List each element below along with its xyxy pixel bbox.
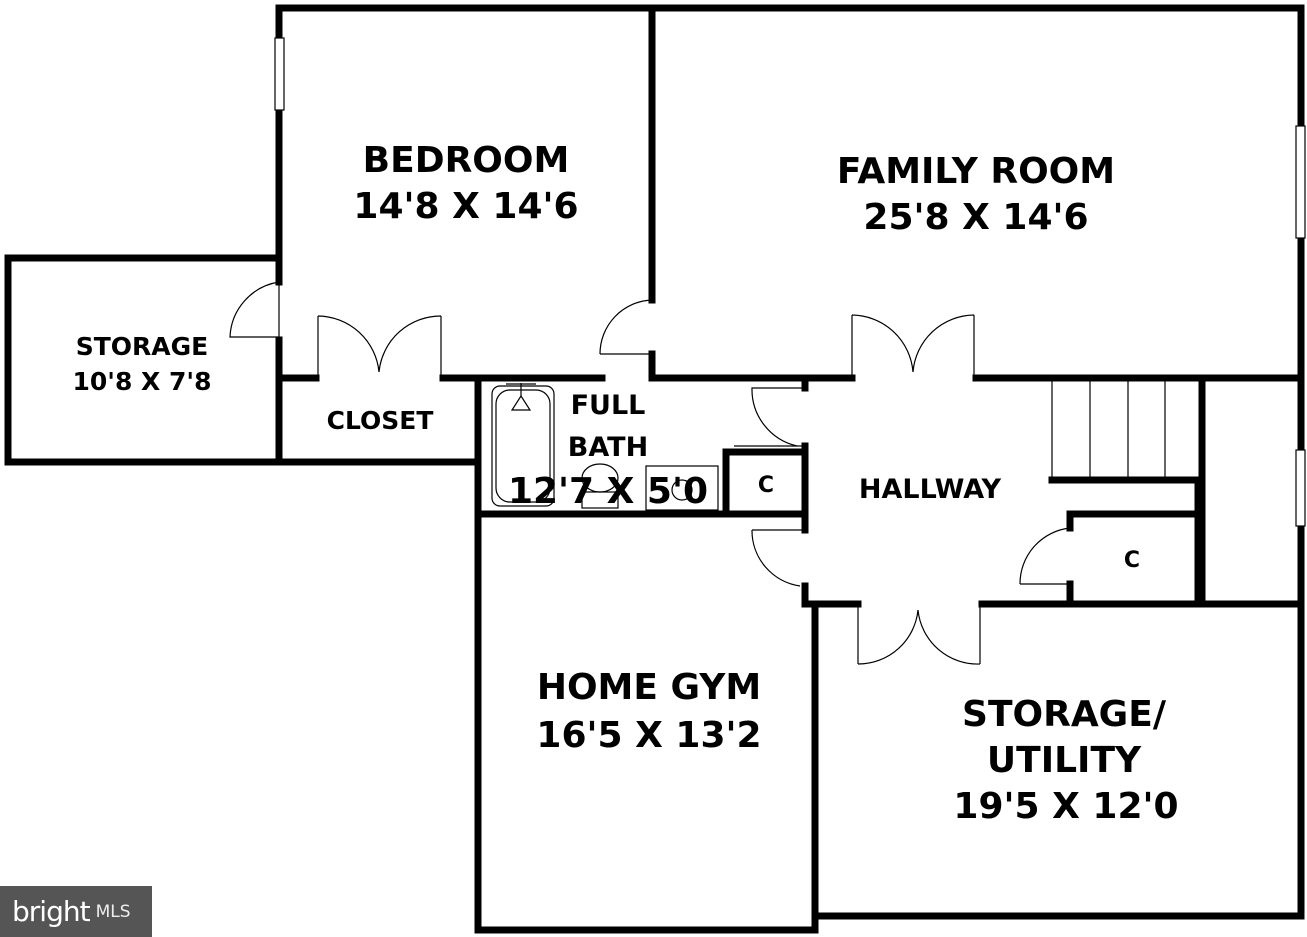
full-bath-dims: 12'7 X 5'0 — [508, 471, 708, 512]
family-room-name: FAMILY ROOM — [837, 151, 1115, 192]
closet-c1-name: C — [758, 473, 774, 498]
bath-fixtures — [491, 383, 719, 511]
watermark-brand: bright — [12, 895, 91, 928]
closet-c2-name: C — [1124, 548, 1140, 573]
home-gym-name: HOME GYM — [537, 667, 761, 708]
storage-name: STORAGE — [76, 332, 209, 361]
stairs — [1051, 380, 1203, 478]
closet-name: CLOSET — [327, 406, 434, 435]
hallway-name: HALLWAY — [859, 474, 1002, 505]
bedroom-name: BEDROOM — [363, 140, 570, 181]
storage-utility-name-line2: UTILITY — [987, 740, 1142, 781]
mls-watermark: bright MLS — [0, 886, 152, 937]
storage-utility-name-line1: STORAGE/ — [962, 694, 1167, 735]
bedroom-dims: 14'8 X 14'6 — [353, 186, 578, 227]
windows — [274, 37, 1306, 527]
room-labels: BEDROOM 14'8 X 14'6 FAMILY ROOM 25'8 X 1… — [73, 140, 1179, 827]
watermark-suffix: MLS — [95, 901, 131, 922]
doors — [229, 281, 1071, 665]
storage-dims: 10'8 X 7'8 — [73, 367, 212, 396]
full-bath-name-line2: BATH — [568, 432, 648, 463]
full-bath-name-line1: FULL — [571, 390, 646, 421]
storage-utility-dims: 19'5 X 12'0 — [953, 786, 1178, 827]
family-room-dims: 25'8 X 14'6 — [863, 197, 1088, 238]
home-gym-dims: 16'5 X 13'2 — [536, 715, 761, 756]
